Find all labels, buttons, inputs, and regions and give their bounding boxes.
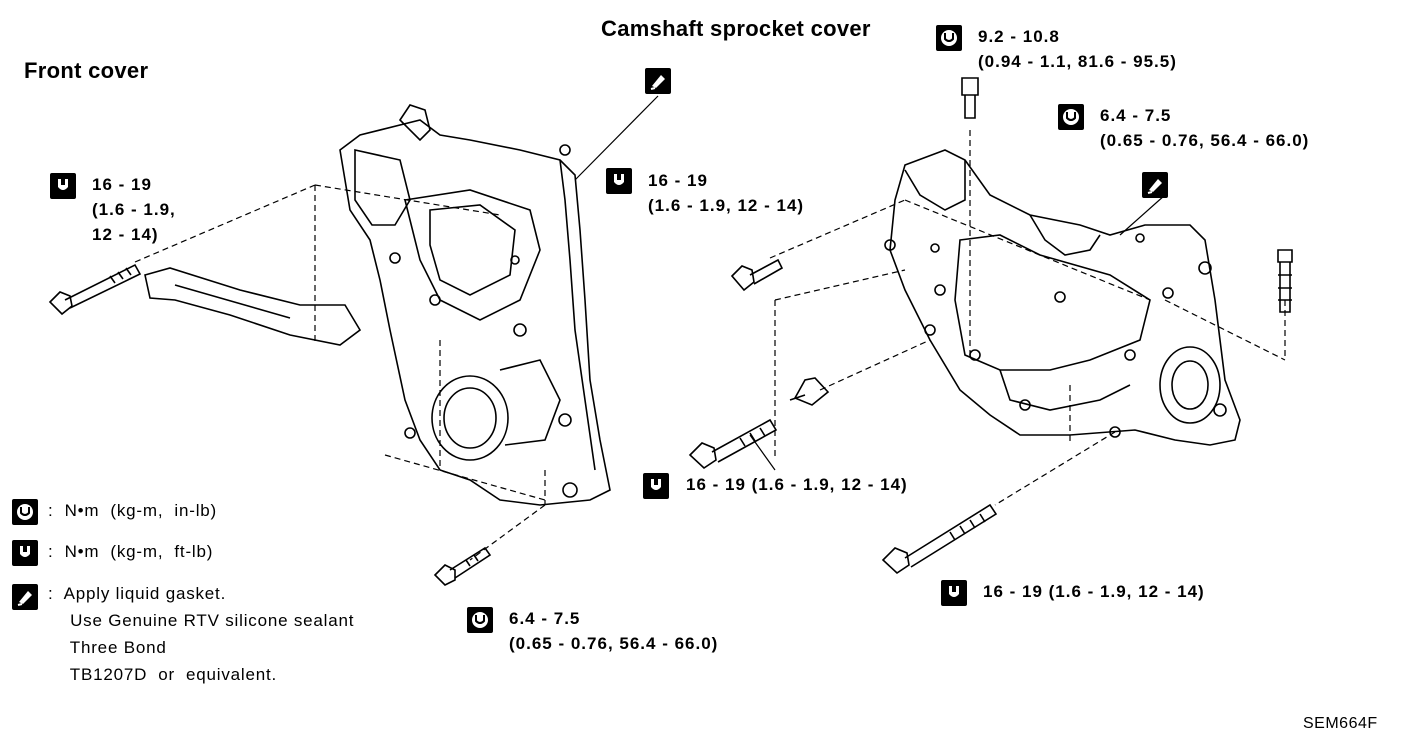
torque-ftlb-icon <box>606 168 632 194</box>
torque-label-cam-right: 6.4 - 7.5 (0.65 - 0.76, 56.4 - 66.0) <box>1100 106 1310 150</box>
torque-label-cam-top: 9.2 - 10.8 (0.94 - 1.1, 81.6 - 95.5) <box>978 27 1177 71</box>
torque-label-front-left: 16 - 19 (1.6 - 1.9, 12 - 14) <box>92 175 176 244</box>
torque-inlb-icon <box>1058 104 1084 130</box>
figure-code: SEM664F <box>1303 715 1378 732</box>
front-cover-bolts <box>48 263 492 586</box>
camshaft-cover-bolts <box>688 77 1293 575</box>
torque-label-front-bottom: 6.4 - 7.5 (0.65 - 0.76, 56.4 - 66.0) <box>509 609 719 653</box>
torque-label-cam-lower-left: 16 - 19 (1.6 - 1.9, 12 - 14) <box>686 475 908 494</box>
torque-ftlb-icon <box>50 173 76 199</box>
torque-inlb-icon <box>467 607 493 633</box>
legend-inlb-icon <box>12 499 38 525</box>
liquid-gasket-icon <box>645 68 671 94</box>
legend-nm-ftlb: : N•m (kg-m, ft-lb) <box>48 542 214 561</box>
front-cover-part <box>144 104 611 506</box>
front-cover-title: Front cover <box>24 58 149 83</box>
legend-ftlb-icon <box>12 540 38 566</box>
torque-ftlb-icon <box>643 473 669 499</box>
liquid-gasket-icon <box>1142 172 1168 198</box>
torque-label-cam-bottom: 16 - 19 (1.6 - 1.9, 12 - 14) <box>983 582 1205 601</box>
legend-gasket-note: : Apply liquid gasket. Use Genuine RTV s… <box>48 584 355 684</box>
torque-inlb-icon <box>936 25 962 51</box>
torque-ftlb-icon <box>941 580 967 606</box>
camshaft-cover-part <box>884 149 1241 446</box>
torque-label-cam-upper-left: 16 - 19 (1.6 - 1.9, 12 - 14) <box>648 171 805 215</box>
camshaft-cover-title: Camshaft sprocket cover <box>601 16 871 41</box>
legend-nm-inlb: : N•m (kg-m, in-lb) <box>48 501 217 520</box>
legend-gasket-icon <box>12 584 38 610</box>
